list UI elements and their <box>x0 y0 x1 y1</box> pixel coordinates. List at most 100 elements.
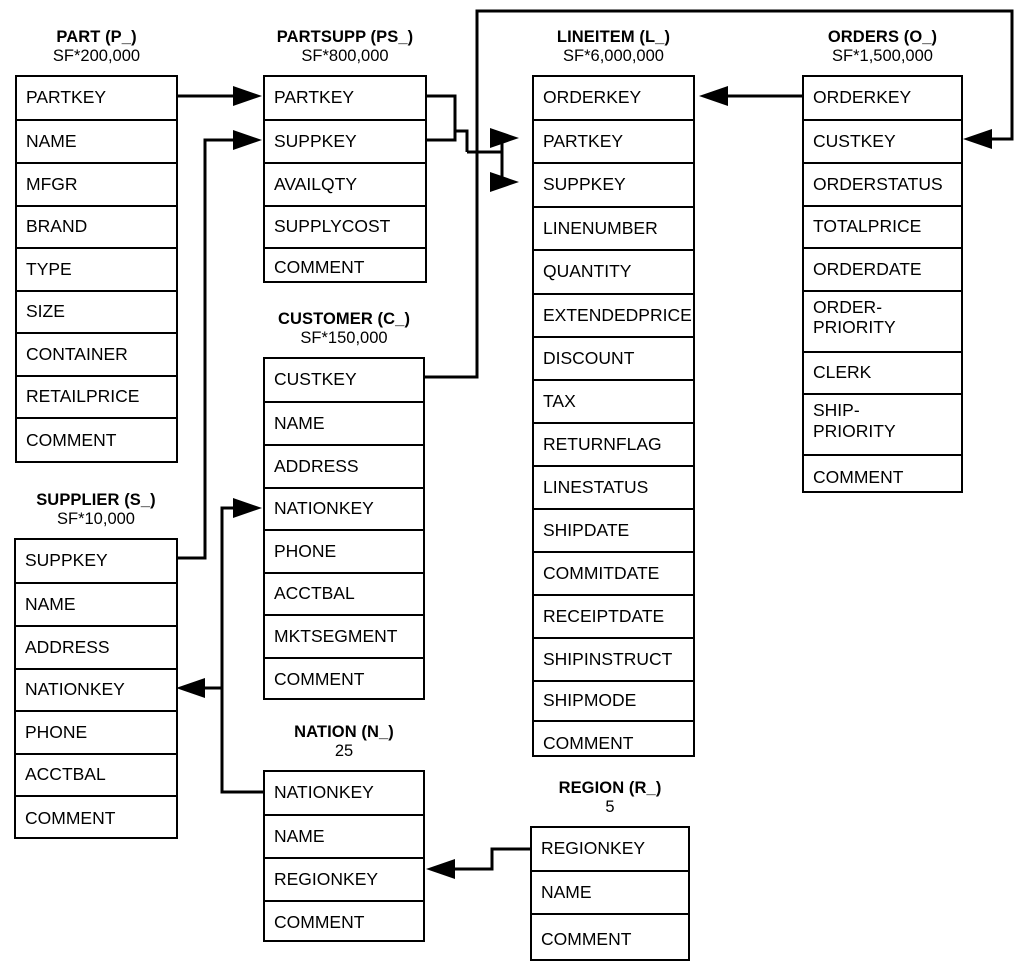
field-lineitem-quantity: QUANTITY <box>534 251 693 295</box>
field-customer-custkey: CUSTKEY <box>265 359 423 403</box>
connector-nation-customer <box>220 498 263 794</box>
entity-supplier-fields: SUPPKEY NAME ADDRESS NATIONKEY PHONE ACC… <box>14 538 178 839</box>
field-region-comment: COMMENT <box>541 928 632 949</box>
field-customer-acctbal: ACCTBAL <box>265 574 423 616</box>
field-lineitem-linenumber: LINENUMBER <box>534 208 693 251</box>
entity-lineitem-cardinality: SF*6,000,000 <box>563 47 664 66</box>
entity-nation: NATION (N_) 25 <box>263 723 425 761</box>
field-orders-clerk: CLERK <box>804 353 961 395</box>
field-lineitem-discount: DISCOUNT <box>534 338 693 381</box>
field-orders-custkey: CUSTKEY <box>804 121 961 164</box>
field-nation-regionkey: REGIONKEY <box>265 859 423 902</box>
field-lineitem-receiptdate: RECEIPTDATE <box>534 596 693 639</box>
field-orders-shippriority-line1: SHIP- <box>813 400 860 420</box>
field-part-name: NAME <box>17 121 176 164</box>
field-lineitem-linestatus: LINESTATUS <box>534 467 693 510</box>
field-lineitem-orderkey: ORDERKEY <box>534 77 693 121</box>
field-orders-shippriority-line2: PRIORITY <box>813 420 896 441</box>
field-nation-comment: COMMENT <box>274 912 365 933</box>
entity-orders: ORDERS (O_) SF*1,500,000 <box>802 28 963 66</box>
field-part-partkey: PARTKEY <box>17 77 176 121</box>
field-lineitem-partkey: PARTKEY <box>534 121 693 164</box>
entity-customer: CUSTOMER (C_) SF*150,000 <box>263 310 425 348</box>
entity-lineitem-fields: ORDERKEY PARTKEY SUPPKEY LINENUMBER QUAN… <box>532 75 695 757</box>
entity-part: PART (P_) SF*200,000 <box>15 28 178 66</box>
field-lineitem-shipmode: SHIPMODE <box>534 682 693 722</box>
entity-supplier: SUPPLIER (S_) SF*10,000 <box>14 491 178 529</box>
field-customer-address: ADDRESS <box>265 446 423 489</box>
field-customer-name: NAME <box>265 403 423 446</box>
field-lineitem-suppkey: SUPPKEY <box>534 164 693 208</box>
entity-supplier-title: SUPPLIER (S_) <box>36 491 156 509</box>
field-partsupp-supplycost: SUPPLYCOST <box>265 207 425 249</box>
entity-part-cardinality: SF*200,000 <box>52 47 141 66</box>
field-supplier-suppkey: SUPPKEY <box>16 540 176 584</box>
entity-region-cardinality: 5 <box>605 798 615 817</box>
connector-partsupp-lineitem <box>427 94 519 192</box>
field-orders-comment: COMMENT <box>813 466 904 487</box>
field-supplier-phone: PHONE <box>16 712 176 755</box>
field-customer-comment: COMMENT <box>274 669 365 690</box>
connector-region-nation <box>426 847 530 879</box>
entity-nation-fields: NATIONKEY NAME REGIONKEY COMMENT <box>263 770 425 942</box>
entity-region: REGION (R_) 5 <box>530 779 690 817</box>
field-region-regionkey: REGIONKEY <box>532 828 688 872</box>
field-orders-orderdate: ORDERDATE <box>804 249 961 292</box>
field-partsupp-partkey: PARTKEY <box>265 77 425 121</box>
connector-supplier-partsupp <box>178 130 262 560</box>
field-orders-orderpriority-line2: PRIORITY <box>813 317 896 338</box>
field-nation-nationkey: NATIONKEY <box>265 772 423 816</box>
field-orders-orderpriority: ORDER- PRIORITY <box>804 292 961 353</box>
field-part-comment: COMMENT <box>26 429 117 450</box>
entity-orders-title: ORDERS (O_) <box>827 28 938 46</box>
field-part-retailprice: RETAILPRICE <box>17 377 176 419</box>
field-orders-totalprice: TOTALPRICE <box>804 207 961 249</box>
field-region-name: NAME <box>532 872 688 915</box>
field-part-type: TYPE <box>17 249 176 292</box>
field-customer-mktsegment: MKTSEGMENT <box>265 616 423 659</box>
field-supplier-comment: COMMENT <box>25 807 116 828</box>
entity-region-title: REGION (R_) <box>558 779 662 797</box>
entity-part-fields: PARTKEY NAME MFGR BRAND TYPE SIZE CONTAI… <box>15 75 178 463</box>
connector-orders-lineitem <box>699 86 803 106</box>
entity-orders-fields: ORDERKEY CUSTKEY ORDERSTATUS TOTALPRICE … <box>802 75 963 493</box>
field-lineitem-returnflag: RETURNFLAG <box>534 424 693 467</box>
entity-partsupp-title: PARTSUPP (PS_) <box>276 28 414 46</box>
field-lineitem-extendedprice: EXTENDEDPRICE <box>534 295 693 338</box>
entity-part-title: PART (P_) <box>56 28 137 46</box>
field-part-size: SIZE <box>17 292 176 334</box>
connector-part-partsupp <box>178 86 262 106</box>
field-lineitem-shipinstruct: SHIPINSTRUCT <box>534 639 693 682</box>
field-orders-orderstatus: ORDERSTATUS <box>804 164 961 207</box>
field-lineitem-commitdate: COMMITDATE <box>534 553 693 596</box>
field-orders-orderkey: ORDERKEY <box>804 77 961 121</box>
entity-customer-cardinality: SF*150,000 <box>300 329 388 348</box>
field-lineitem-tax: TAX <box>534 381 693 424</box>
field-part-brand: BRAND <box>17 207 176 249</box>
entity-orders-cardinality: SF*1,500,000 <box>832 47 933 66</box>
entity-customer-title: CUSTOMER (C_) <box>277 310 411 328</box>
entity-customer-fields: CUSTKEY NAME ADDRESS NATIONKEY PHONE ACC… <box>263 357 425 700</box>
field-customer-nationkey: NATIONKEY <box>265 489 423 531</box>
entity-lineitem-title: LINEITEM (L_) <box>556 28 671 46</box>
field-lineitem-shipdate: SHIPDATE <box>534 510 693 553</box>
entity-region-fields: REGIONKEY NAME COMMENT <box>530 826 690 961</box>
field-nation-name: NAME <box>265 816 423 859</box>
field-supplier-nationkey: NATIONKEY <box>16 670 176 712</box>
connector-nation-supplier <box>176 678 222 698</box>
entity-nation-title: NATION (N_) <box>294 723 394 741</box>
entity-partsupp: PARTSUPP (PS_) SF*800,000 <box>263 28 427 66</box>
field-supplier-address: ADDRESS <box>16 627 176 670</box>
field-supplier-acctbal: ACCTBAL <box>16 755 176 797</box>
field-part-container: CONTAINER <box>17 334 176 377</box>
field-partsupp-availqty: AVAILQTY <box>265 164 425 207</box>
entity-supplier-cardinality: SF*10,000 <box>57 510 135 529</box>
field-partsupp-comment: COMMENT <box>274 256 365 277</box>
entity-lineitem: LINEITEM (L_) SF*6,000,000 <box>532 28 695 66</box>
field-partsupp-suppkey: SUPPKEY <box>265 121 425 164</box>
field-part-mfgr: MFGR <box>17 164 176 207</box>
entity-nation-cardinality: 25 <box>334 742 354 761</box>
field-orders-shippriority: SHIP- PRIORITY <box>804 395 961 456</box>
entity-partsupp-fields: PARTKEY SUPPKEY AVAILQTY SUPPLYCOST COMM… <box>263 75 427 283</box>
